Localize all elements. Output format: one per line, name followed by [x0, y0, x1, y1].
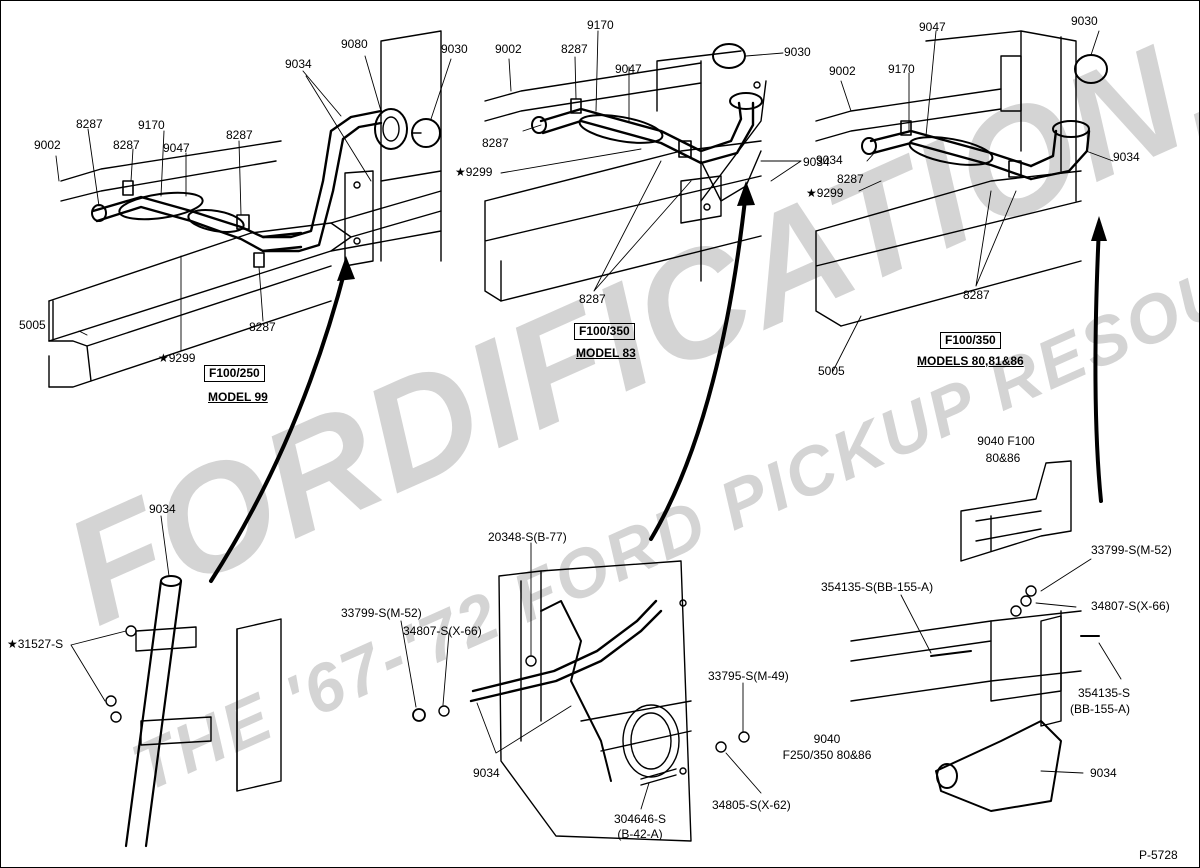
label-p3-8287b: 8287: [963, 288, 990, 302]
panel-model-99-art: [48, 30, 442, 388]
label-p3-9047: 9047: [919, 20, 946, 34]
panel-title-model-83: F100/350: [574, 323, 635, 340]
detail-center-bracket-art: [412, 560, 750, 842]
panel-subtitle-model-99: MODEL 99: [208, 390, 268, 404]
panel-title-models-80-81-86: F100/350: [940, 332, 1001, 349]
label-b2-304646-spec: (B-42-A): [617, 827, 663, 841]
label-p1-8287b: 8287: [113, 138, 140, 152]
label-p2-8287b: 8287: [482, 136, 509, 150]
label-p1-9030: 9030: [441, 42, 468, 56]
label-p3-9170: 9170: [888, 62, 915, 76]
label-b3-f250-350: F250/350 80&86: [782, 748, 872, 762]
label-p3-9299: ★9299: [806, 186, 844, 200]
label-b2-34807: 34807-S(X-66): [403, 624, 482, 638]
label-p2-8287c: 8287: [579, 292, 606, 306]
label-p1-5005: 5005: [19, 318, 46, 332]
label-p1-9170: 9170: [138, 118, 165, 132]
label-b3-354135-b: 354135-S: [1078, 686, 1131, 700]
label-b2-34805: 34805-S(X-62): [712, 798, 791, 812]
label-p1-9299: ★9299: [158, 351, 196, 365]
label-p1-8287d: 8287: [249, 320, 276, 334]
label-b2-33795: 33795-S(M-49): [708, 669, 789, 683]
label-b2-9034: 9034: [473, 766, 500, 780]
label-b3-9034: 9034: [1090, 766, 1117, 780]
label-b3-354135: 354135-S(BB-155-A): [821, 580, 934, 594]
label-p2-9034: 9034: [803, 155, 830, 169]
label-b2-304646: 304646-S: [613, 812, 667, 826]
label-b1-9034: 9034: [149, 502, 176, 516]
label-p1-9047: 9047: [163, 141, 190, 155]
label-p2-9047: 9047: [615, 62, 642, 76]
label-b3-9040: 9040: [813, 732, 841, 746]
label-p2-9030: 9030: [784, 45, 811, 59]
label-p3-9002: 9002: [829, 64, 856, 78]
label-p3-9030: 9030: [1071, 14, 1098, 28]
label-b3-34807: 34807-S(X-66): [1091, 599, 1170, 613]
label-b2-20348: 20348-S(B-77): [488, 530, 567, 544]
label-p2-9170: 9170: [587, 18, 614, 32]
panel-subtitle-models-80-81-86: MODELS 80,81&86: [917, 354, 1024, 368]
panel-subtitle-model-83: MODEL 83: [576, 346, 636, 360]
label-p1-9034: 9034: [285, 57, 312, 71]
figure-id: P-5728: [1139, 848, 1178, 862]
leader-lines: [55, 30, 1122, 810]
label-b3-33799: 33799-S(M-52): [1091, 543, 1172, 557]
label-p3-9034a: 9034: [816, 153, 843, 167]
panel-title-model-99: F100/250: [204, 365, 265, 382]
label-p1-9002: 9002: [34, 138, 61, 152]
label-b3-9040-f100: 9040 F100: [977, 434, 1035, 448]
label-p1-8287c: 8287: [226, 128, 253, 142]
label-b2-33799: 33799-S(M-52): [341, 606, 422, 620]
label-p2-9002: 9002: [495, 42, 522, 56]
label-p2-8287a: 8287: [561, 42, 588, 56]
label-b3-80-86: 80&86: [985, 451, 1021, 465]
detail-left-hanger-art: [105, 575, 282, 848]
label-p3-9034b: 9034: [1113, 150, 1140, 164]
label-p1-8287a: 8287: [76, 117, 103, 131]
reference-arrows: [209, 189, 1103, 583]
panel-models-80-81-86-art: [815, 30, 1108, 327]
arrowheads: [337, 181, 1107, 281]
label-p3-8287a: 8287: [837, 172, 864, 186]
panel-model-83-art: [484, 43, 767, 302]
detail-right-bracket-art: [850, 460, 1100, 812]
label-p3-5005: 5005: [818, 364, 845, 378]
label-b3-bb155a: (BB-155-A): [1070, 702, 1131, 716]
label-b1-31527: ★31527-S: [7, 637, 64, 651]
label-p1-9080: 9080: [341, 37, 368, 51]
label-p2-9299: ★9299: [455, 165, 493, 179]
